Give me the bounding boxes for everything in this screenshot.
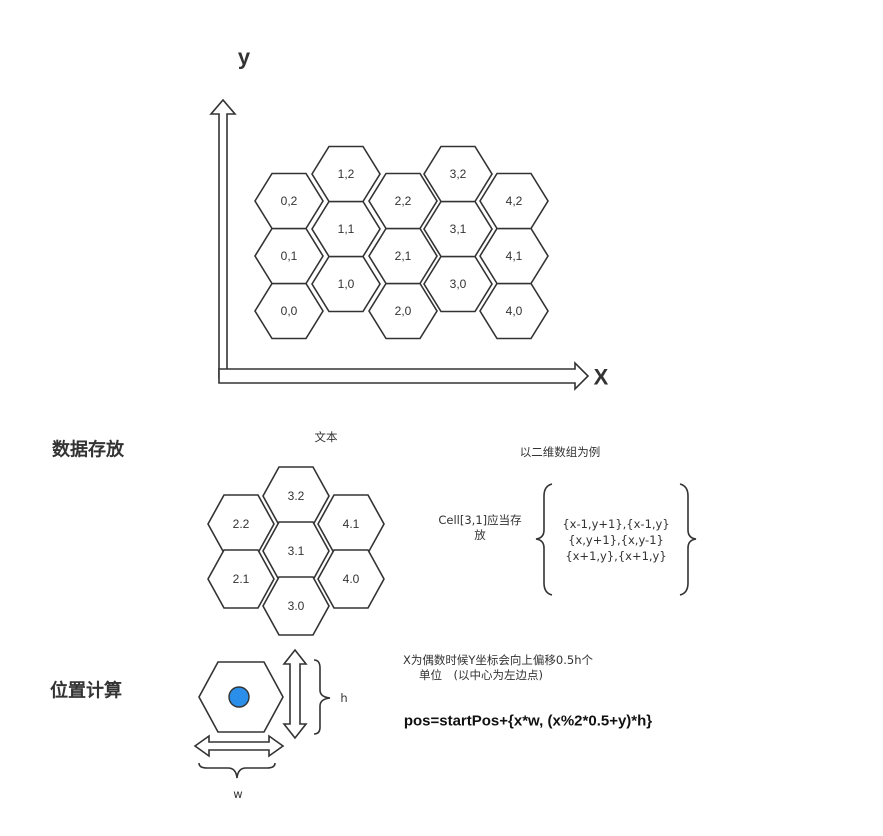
- grid-hex-0-2: [254, 172, 324, 230]
- storage-hex-bottom: [262, 576, 330, 636]
- storage-hex-lower-right-label: 4.0: [343, 572, 360, 586]
- storage-hex-cluster: 3.2 2.2 4.1 3.1 2.1 4.0 3.0: [207, 466, 385, 636]
- text-placeholder-label: 文本: [315, 430, 338, 444]
- storage-hex-upper-left-label: 2.2: [233, 517, 250, 531]
- grid-hex-label-3-1: 3,1: [450, 222, 467, 236]
- grid-hex-label-4-0: 4,0: [506, 304, 523, 318]
- grid-hex-label-3-2: 3,2: [450, 167, 467, 181]
- width-arrow: [193, 734, 285, 758]
- offset-note-line1: X为偶数时候Y坐标会向上偏移0.5h个: [403, 653, 593, 667]
- storage-hex-upper-right-label: 4.1: [343, 517, 360, 531]
- cell-note-line2: 放: [474, 528, 486, 542]
- grid-hex-2-2: [368, 172, 438, 230]
- cell-note-line1: Cell[3,1]应当存: [438, 513, 521, 527]
- height-arrow: [282, 648, 308, 740]
- storage-hex-lower-left: [207, 549, 275, 609]
- position-formula: pos=startPos+{x*w, (x%2*0.5+y)*h}: [404, 713, 652, 730]
- storage-hex-bottom-label: 3.0: [288, 599, 305, 613]
- grid-hex-label-1-0: 1,0: [338, 277, 355, 291]
- grid-hex-label-4-2: 4,2: [506, 194, 523, 208]
- position-heading: 位置计算: [50, 680, 122, 702]
- grid-hex-4-2: [479, 172, 549, 230]
- hex-grid: 0,0 0,1 0,2 1,0 1,1 1,2 2,0 2,1 2,2 3,0 3,1 3,2 4,0 4…: [254, 145, 549, 340]
- h-brace: [313, 659, 331, 735]
- grid-hex-label-3-0: 3,0: [450, 277, 467, 291]
- y-axis-label: y: [238, 45, 251, 70]
- y-axis-arrow: [209, 98, 237, 379]
- grid-hex-3-2: [423, 145, 493, 203]
- axes: y X: [209, 45, 609, 391]
- neighbors-line2: {x,y+1},{x,y-1}: [568, 533, 664, 547]
- grid-hex-label-1-1: 1,1: [338, 222, 355, 236]
- neighbors-line1: {x-1,y+1},{x-1,y}: [562, 517, 669, 531]
- storage-hex-center-label: 3.1: [288, 544, 305, 558]
- h-label: h: [340, 691, 347, 705]
- example-title: 以二维数组为例: [520, 445, 601, 459]
- storage-hex-lower-right: [317, 549, 385, 609]
- neighbors-line3: {x+1,y},{x+1,y}: [565, 549, 666, 563]
- storage-heading: 数据存放: [52, 439, 125, 461]
- offset-note-line2: 单位 (以中心为左边点): [419, 668, 543, 682]
- grid-hex-label-4-1: 4,1: [506, 249, 523, 263]
- grid-hex-label-0-2: 0,2: [281, 194, 298, 208]
- w-brace: [198, 762, 276, 779]
- x-axis-arrow: [218, 361, 590, 391]
- grid-hex-label-2-2: 2,2: [395, 194, 412, 208]
- grid-hex-label-0-1: 0,1: [281, 249, 298, 263]
- left-brace: [535, 483, 553, 596]
- right-brace: [679, 483, 697, 596]
- grid-hex-label-2-1: 2,1: [395, 249, 412, 263]
- grid-hex-1-2: [311, 145, 381, 203]
- x-axis-label: X: [594, 365, 609, 390]
- grid-hex-label-0-0: 0,0: [281, 304, 298, 318]
- grid-hex-label-2-0: 2,0: [395, 304, 412, 318]
- storage-hex-top-label: 3.2: [288, 489, 305, 503]
- center-dot: [228, 686, 250, 708]
- grid-hex-label-1-2: 1,2: [338, 167, 355, 181]
- w-label: w: [233, 787, 242, 801]
- storage-hex-lower-left-label: 2.1: [233, 572, 250, 586]
